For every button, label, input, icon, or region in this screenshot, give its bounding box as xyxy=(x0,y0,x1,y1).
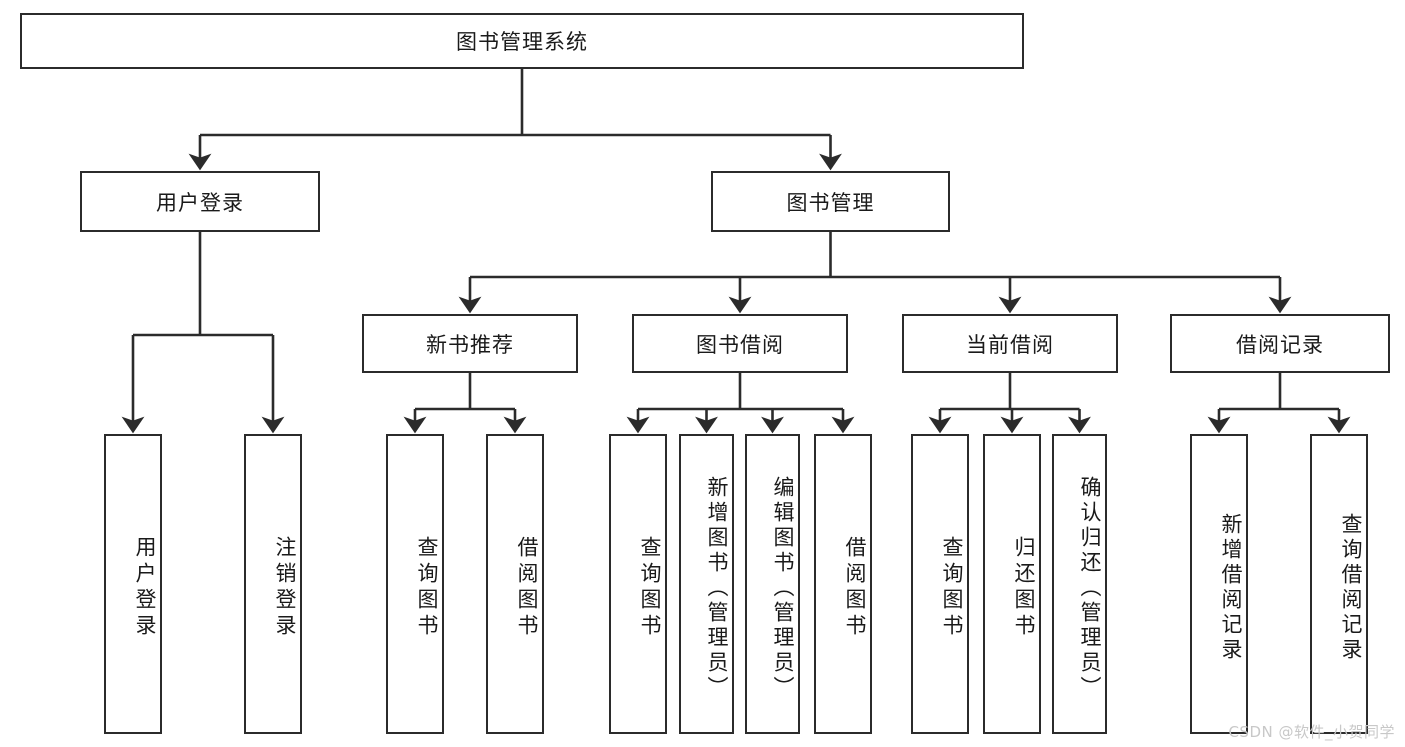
node-level3-0[interactable]: 新书推荐 xyxy=(362,314,578,373)
node-label: 编辑图书（管理员） xyxy=(771,475,795,701)
node-label: 归还图书 xyxy=(1012,536,1036,640)
node-label: 查询图书 xyxy=(638,536,662,640)
node-label: 借阅图书 xyxy=(843,536,867,640)
node-label: 图书管理系统 xyxy=(456,30,588,54)
node-leaf-9[interactable]: 归还图书 xyxy=(983,434,1041,734)
node-label: 确认归还（管理员） xyxy=(1078,475,1102,701)
watermark: CSDN @软件_小贺同学 xyxy=(1228,723,1395,741)
node-leaf-11[interactable]: 新增借阅记录 xyxy=(1190,434,1248,734)
node-level2-1[interactable]: 图书管理 xyxy=(711,171,950,232)
node-label: 注销登录 xyxy=(273,536,297,640)
node-leaf-1[interactable]: 注销登录 xyxy=(244,434,302,734)
node-level3-1[interactable]: 图书借阅 xyxy=(632,314,848,373)
node-leaf-8[interactable]: 查询图书 xyxy=(911,434,969,734)
node-label: 新书推荐 xyxy=(426,332,514,357)
node-level2-0[interactable]: 用户登录 xyxy=(80,171,320,232)
node-label: 用户登录 xyxy=(133,536,157,640)
node-label: 当前借阅 xyxy=(966,332,1054,357)
node-root[interactable]: 图书管理系统 xyxy=(20,13,1024,69)
node-leaf-5[interactable]: 新增图书（管理员） xyxy=(679,434,734,734)
node-leaf-2[interactable]: 查询图书 xyxy=(386,434,444,734)
node-leaf-12[interactable]: 查询借阅记录 xyxy=(1310,434,1368,734)
node-label: 借阅记录 xyxy=(1236,332,1324,357)
node-label: 用户登录 xyxy=(156,190,244,215)
node-label: 图书借阅 xyxy=(696,332,784,357)
node-leaf-4[interactable]: 查询图书 xyxy=(609,434,667,734)
node-leaf-3[interactable]: 借阅图书 xyxy=(486,434,544,734)
node-label: 图书管理 xyxy=(786,190,875,215)
node-label: 查询图书 xyxy=(415,536,439,640)
node-label: 查询借阅记录 xyxy=(1339,513,1363,663)
node-label: 借阅图书 xyxy=(515,536,539,640)
node-leaf-0[interactable]: 用户登录 xyxy=(104,434,162,734)
node-leaf-6[interactable]: 编辑图书（管理员） xyxy=(745,434,800,734)
node-leaf-7[interactable]: 借阅图书 xyxy=(814,434,872,734)
node-label: 新增借阅记录 xyxy=(1219,513,1243,663)
node-level3-2[interactable]: 当前借阅 xyxy=(902,314,1118,373)
node-label: 查询图书 xyxy=(940,536,964,640)
node-leaf-10[interactable]: 确认归还（管理员） xyxy=(1052,434,1107,734)
node-level3-3[interactable]: 借阅记录 xyxy=(1170,314,1390,373)
node-label: 新增图书（管理员） xyxy=(705,475,729,701)
